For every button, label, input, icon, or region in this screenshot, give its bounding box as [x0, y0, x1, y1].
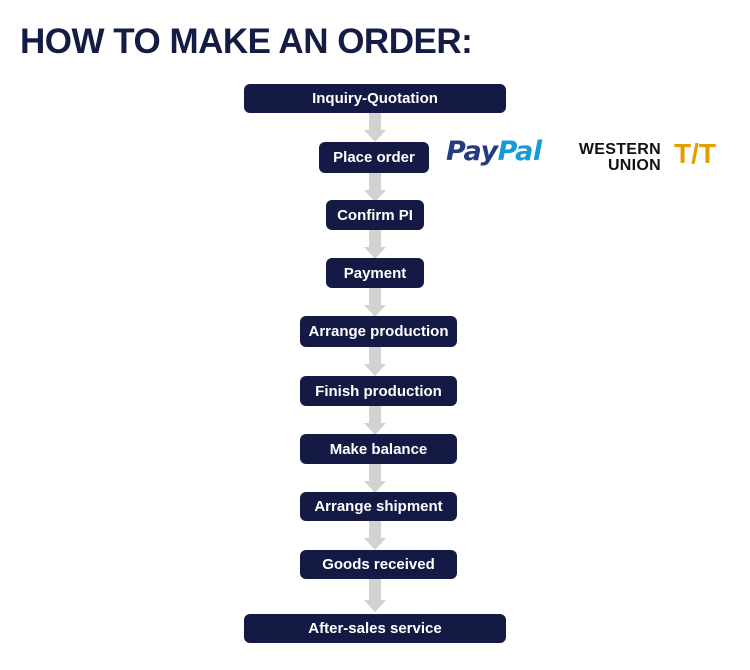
flow-arrow: [364, 346, 386, 376]
step-payment: Payment: [326, 258, 424, 288]
flow-arrow: [364, 520, 386, 550]
flow-arrow: [364, 112, 386, 142]
step-finish-production: Finish production: [300, 376, 457, 406]
step-make-balance: Make balance: [300, 434, 457, 464]
flow-arrow: [364, 463, 386, 493]
paypal-logo-pay: Pay: [446, 136, 498, 167]
step-arrange-shipment: Arrange shipment: [300, 492, 457, 521]
western-union-line2: UNION: [607, 157, 661, 174]
step-after-sales-service: After-sales service: [244, 614, 506, 643]
paypal-logo: PayPal: [446, 138, 542, 165]
step-inquiry-quotation: Inquiry-Quotation: [244, 84, 506, 113]
flow-arrow: [364, 229, 386, 259]
page-title: HOW TO MAKE AN ORDER:: [20, 22, 473, 61]
western-union-line1: WESTERN: [578, 141, 661, 158]
flow-arrow: [364, 405, 386, 435]
step-arrange-production: Arrange production: [300, 316, 457, 347]
paypal-logo-pal: Pal: [497, 136, 543, 167]
tt-logo: T/T: [674, 138, 716, 169]
step-place-order: Place order: [319, 142, 429, 173]
flow-arrow: [364, 172, 386, 202]
flow-arrow: [364, 287, 386, 317]
western-union-logo: WESTERN UNION: [565, 142, 661, 174]
step-goods-received: Goods received: [300, 550, 457, 579]
flow-arrow: [364, 578, 386, 614]
step-confirm-pi: Confirm PI: [326, 200, 424, 230]
